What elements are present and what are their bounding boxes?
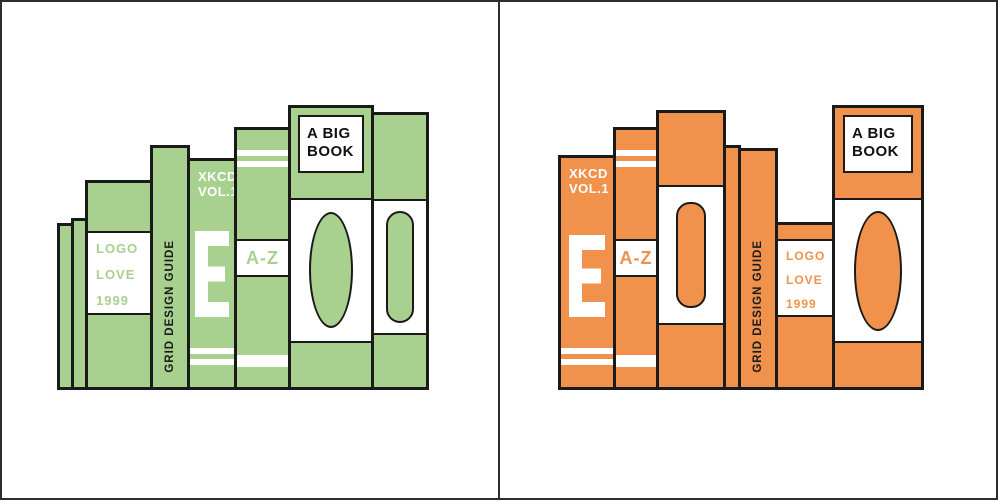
- vertical-title-wrap: GRID DESIGN GUIDE: [153, 148, 187, 387]
- pill-cutout: [386, 211, 414, 323]
- stripe-decoration: [561, 359, 613, 365]
- big-book-title: A BIG BOOK: [300, 117, 362, 161]
- big-book-label-box: A BIG BOOK: [298, 115, 364, 173]
- stripe-decoration: [237, 161, 288, 167]
- stripe-decoration: [237, 355, 288, 367]
- xkcd-title: XKCD VOL.1: [190, 161, 234, 199]
- oval-cutout: [854, 211, 902, 331]
- a-z-title: A-Z: [619, 247, 653, 268]
- book-a-big-book: A BIG BOOK: [832, 105, 924, 390]
- book-a-z: A-Z: [234, 127, 291, 390]
- book-row: XKCD VOL.1 A-Z: [558, 105, 924, 390]
- book-row: LOGO LOVE 1999 GRID DESIGN GUIDE XKCD VO…: [57, 105, 429, 390]
- a-z-title: A-Z: [246, 247, 279, 268]
- stripe-decoration: [237, 150, 288, 156]
- e-arm: [569, 235, 605, 250]
- book-a-z: A-Z: [613, 127, 659, 390]
- stripe-decoration: [616, 161, 656, 167]
- book-a-big-book: A BIG BOOK: [288, 105, 374, 390]
- title-band: A-Z: [237, 239, 288, 277]
- e-arm: [569, 268, 601, 284]
- logo-love-line: LOGO: [96, 241, 139, 256]
- big-book-title-line: A BIG: [307, 125, 351, 142]
- big-book-title-line: BOOK: [307, 143, 354, 160]
- oval-cutout: [309, 212, 353, 328]
- stripe-decoration: [190, 359, 234, 365]
- window-band: [835, 198, 921, 343]
- logo-love-line: LOVE: [96, 267, 136, 282]
- grid-design-guide-title: GRID DESIGN GUIDE: [752, 240, 764, 373]
- stripe-decoration: [561, 348, 613, 354]
- stripe-decoration: [616, 355, 656, 367]
- title-band: A-Z: [616, 239, 656, 277]
- book-logo-love: LOGO LOVE 1999: [85, 180, 153, 390]
- big-book-title-line: BOOK: [852, 143, 899, 160]
- xkcd-title: XKCD VOL.1: [561, 158, 613, 196]
- logo-love-line: 1999: [96, 293, 129, 308]
- xkcd-title-line: VOL.1: [569, 181, 610, 196]
- logo-love-line: LOGO: [786, 249, 826, 263]
- book-grid-design-guide: GRID DESIGN GUIDE: [738, 148, 778, 390]
- e-arm: [195, 266, 225, 282]
- e-arm: [195, 302, 229, 317]
- stripe-decoration: [190, 348, 234, 354]
- grid-design-guide-title: GRID DESIGN GUIDE: [164, 240, 176, 373]
- vertical-title-wrap: GRID DESIGN GUIDE: [741, 151, 775, 387]
- left-panel-green-books: LOGO LOVE 1999 GRID DESIGN GUIDE XKCD VO…: [0, 0, 500, 500]
- logo-love-line: LOVE: [786, 273, 823, 287]
- big-book-title-line: A BIG: [852, 125, 896, 142]
- window-band: [374, 199, 426, 335]
- letter-e-cutout: [569, 235, 605, 317]
- book-grid-design-guide: GRID DESIGN GUIDE: [150, 145, 190, 390]
- logo-love-title: LOGO LOVE 1999: [778, 241, 832, 315]
- big-book-title: A BIG BOOK: [845, 117, 911, 161]
- big-book-label-box: A BIG BOOK: [843, 115, 913, 173]
- right-panel-orange-books: XKCD VOL.1 A-Z: [498, 0, 998, 500]
- logo-love-title: LOGO LOVE 1999: [88, 233, 150, 313]
- book-logo-love: LOGO LOVE 1999: [775, 222, 835, 390]
- title-band: LOGO LOVE 1999: [88, 231, 150, 315]
- logo-love-line: 1999: [786, 297, 817, 311]
- window-band: [291, 198, 371, 343]
- xkcd-title-line: XKCD: [569, 166, 608, 181]
- window-band: [659, 185, 723, 325]
- pill-cutout: [676, 202, 706, 308]
- book-xkcd: XKCD VOL.1: [187, 158, 237, 390]
- book-xkcd: XKCD VOL.1: [558, 155, 616, 390]
- e-arm: [569, 302, 605, 317]
- xkcd-title-line: XKCD: [198, 169, 237, 184]
- book-pill-window: [656, 110, 726, 390]
- xkcd-title-line: VOL.1: [198, 184, 237, 199]
- letter-e-cutout: [195, 231, 229, 317]
- stripe-decoration: [616, 150, 656, 156]
- book-pill-window: [371, 112, 429, 390]
- e-arm: [195, 231, 229, 246]
- title-band: LOGO LOVE 1999: [778, 239, 832, 317]
